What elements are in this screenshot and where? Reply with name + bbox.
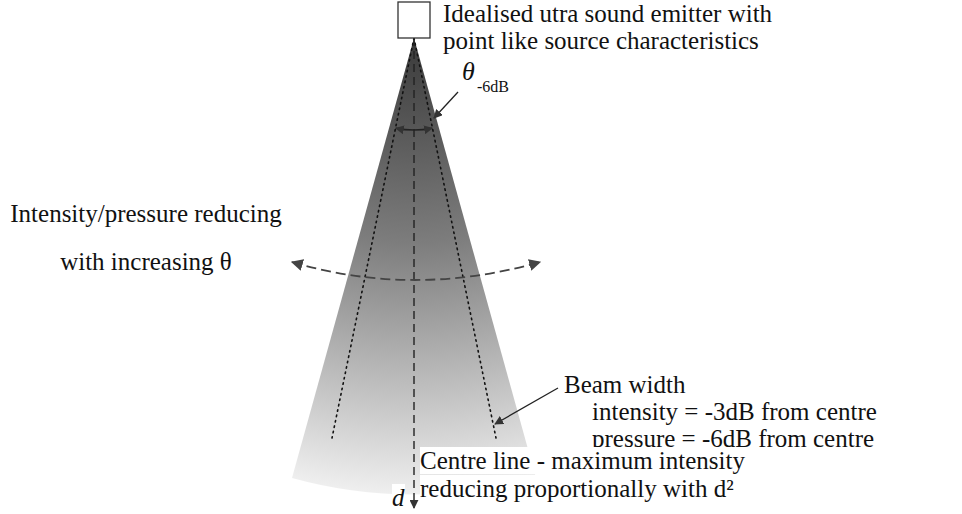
axis-label: d	[392, 487, 405, 509]
beam-width-note: intensity = -3dB from centre	[592, 398, 877, 426]
centre-line	[413, 38, 414, 508]
angular-sweep-arc	[292, 262, 540, 280]
label-text: Intensity/pressure reducing with increas…	[10, 200, 281, 275]
beam-width-line	[414, 38, 496, 438]
angle-arc	[396, 128, 432, 130]
label-text: intensity = -3dB from centre	[592, 398, 877, 425]
label-text: Centre line - maximum intensity reducing…	[420, 447, 745, 502]
label-text: -6dB	[477, 78, 509, 95]
sweep-label: Intensity/pressure reducing with increas…	[8, 190, 284, 286]
label-text: Idealised utra sound emitter with point …	[443, 0, 772, 54]
angle-subscript: -6dB	[477, 78, 509, 96]
emitter-box	[398, 2, 430, 38]
leader-line	[495, 388, 558, 424]
centre-line-label: Centre line - maximum intensity reducing…	[420, 447, 749, 503]
emitter-label: Idealised utra sound emitter with point …	[443, 0, 777, 54]
label-text: θ	[462, 57, 475, 86]
angle-symbol: θ	[462, 58, 475, 86]
beam-width-label: Beam width	[564, 371, 686, 399]
label-text: Beam width	[564, 371, 686, 398]
leader-line	[434, 92, 458, 118]
beam-width-line	[332, 38, 414, 438]
label-text: d	[392, 484, 405, 511]
